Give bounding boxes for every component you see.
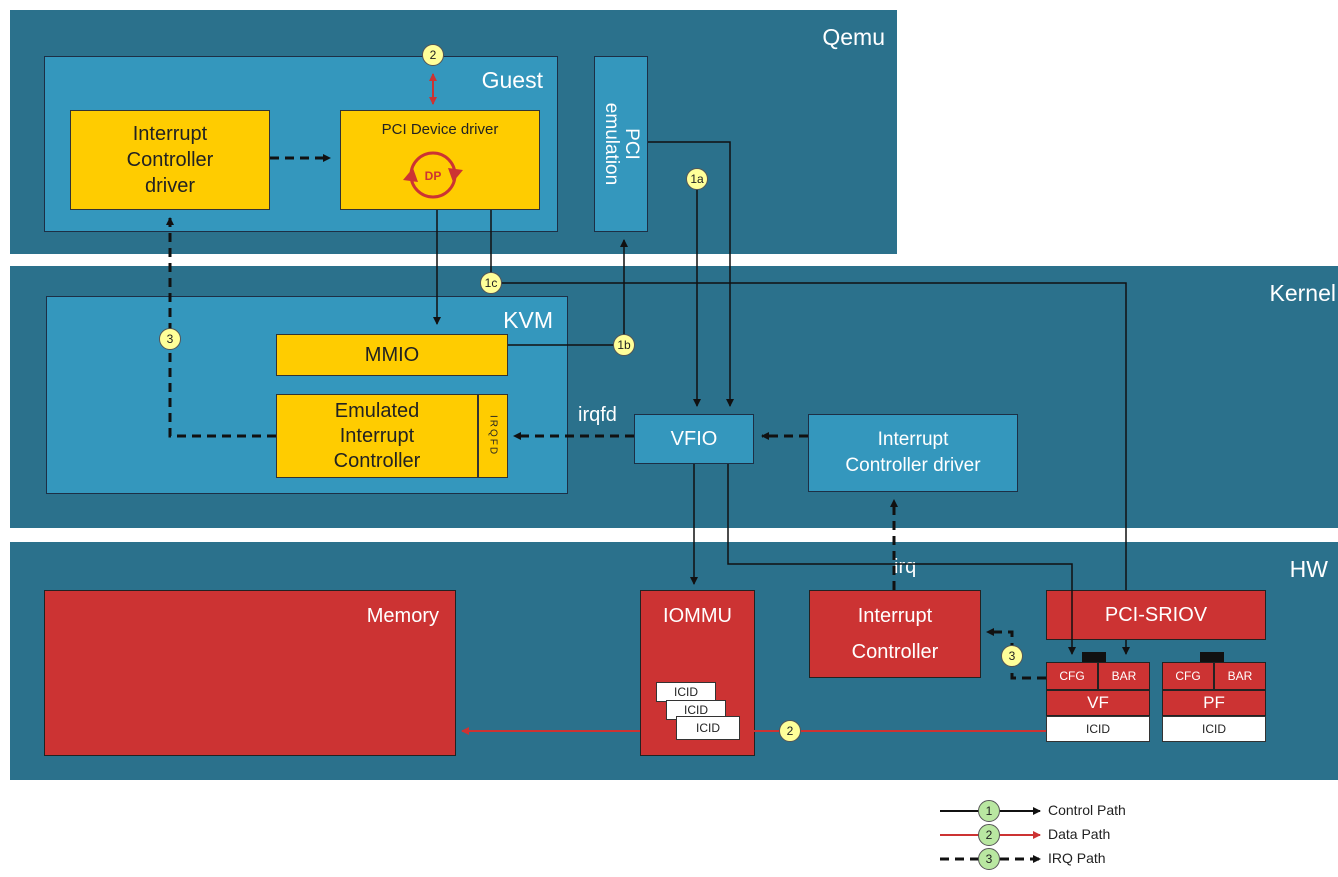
pci-emulation-box: PCI emulation xyxy=(594,56,648,232)
qemu-title: Qemu xyxy=(822,24,885,50)
memory-label: Memory xyxy=(366,605,439,627)
vf-icid-label: ICID xyxy=(1086,722,1110,736)
hw-ic-line-2: Controller xyxy=(851,641,939,663)
pf-bar-label: BAR xyxy=(1227,669,1253,683)
vf-icid: ICID xyxy=(1046,716,1150,742)
dp-loop-icon: DP xyxy=(403,151,463,199)
vfio-label: VFIO xyxy=(670,427,718,450)
iommu-label: IOMMU xyxy=(663,605,732,627)
pf-connector xyxy=(1200,652,1224,662)
legend-marker-data: 2 xyxy=(978,824,1000,846)
memory-box: Memory xyxy=(44,590,456,756)
irqfd-label: irqfd xyxy=(578,404,617,426)
legend-marker-control: 1 xyxy=(978,800,1000,822)
emulated-interrupt-controller: Emulated Interrupt Controller xyxy=(276,394,478,478)
pf-bar: BAR xyxy=(1214,662,1266,690)
kernel-title: Kernel xyxy=(1269,280,1336,306)
marker-2-top: 2 xyxy=(422,44,444,66)
pf-cfg-label: CFG xyxy=(1175,669,1201,683)
kic-driver-line-2: Controller driver xyxy=(845,455,981,476)
marker-1b: 1b xyxy=(613,334,635,356)
dp-label: DP xyxy=(425,169,442,183)
vfio-box: VFIO xyxy=(634,414,754,464)
legend-control-label: Control Path xyxy=(1048,802,1126,818)
ic-driver-line-3: driver xyxy=(144,175,195,197)
pf-icid-label: ICID xyxy=(1202,722,1226,736)
marker-3-left: 3 xyxy=(159,328,181,350)
eic-line-2: Interrupt xyxy=(339,424,415,447)
marker-1a: 1a xyxy=(686,168,708,190)
pf-cfg: CFG xyxy=(1162,662,1214,690)
guest-interrupt-controller-driver: Interrupt Controller driver xyxy=(70,110,270,210)
icid-card-2: ICID xyxy=(666,700,726,720)
eic-line-3: Controller xyxy=(333,449,421,472)
pf-box: PF xyxy=(1162,690,1266,716)
icid-card-2-label: ICID xyxy=(684,703,708,717)
mmio-box: MMIO xyxy=(276,334,508,376)
marker-1c: 1c xyxy=(480,272,502,294)
vf-cfg-label: CFG xyxy=(1059,669,1085,683)
hw-title: HW xyxy=(1289,556,1328,582)
irqfd-vertical-label: IRQFD xyxy=(487,415,499,457)
vf-box: VF xyxy=(1046,690,1150,716)
mmio-label: MMIO xyxy=(364,343,420,366)
vf-cfg: CFG xyxy=(1046,662,1098,690)
kic-driver-line-1: Interrupt xyxy=(877,429,949,450)
legend-marker-irq: 3 xyxy=(978,848,1000,870)
guest-title: Guest xyxy=(481,67,543,93)
vf-bar: BAR xyxy=(1098,662,1150,690)
kvm-title: KVM xyxy=(503,307,553,333)
irq-label: irq xyxy=(894,556,917,578)
ic-driver-line-1: Interrupt xyxy=(132,123,208,145)
pf-label: PF xyxy=(1203,693,1225,712)
icid-card-3: ICID xyxy=(676,716,740,740)
marker-3-right: 3 xyxy=(1001,645,1023,667)
icid-card-1-label: ICID xyxy=(674,685,698,699)
legend-data-label: Data Path xyxy=(1048,826,1111,842)
icid-card-3-label: ICID xyxy=(696,721,720,735)
pci-sriov-box: PCI-SRIOV xyxy=(1046,590,1266,640)
hw-ic-line-1: Interrupt xyxy=(857,605,933,627)
pci-device-driver: PCI Device driver xyxy=(340,110,540,210)
vf-connector xyxy=(1082,652,1106,662)
eic-line-1: Emulated xyxy=(334,399,420,422)
vf-label: VF xyxy=(1087,693,1109,712)
vf-bar-label: BAR xyxy=(1111,669,1137,683)
marker-2-bottom: 2 xyxy=(779,720,801,742)
irqfd-box: IRQFD xyxy=(478,394,508,478)
pf-icid: ICID xyxy=(1162,716,1266,742)
pci-device-driver-label: PCI Device driver xyxy=(381,121,499,138)
legend-irq-label: IRQ Path xyxy=(1048,850,1106,866)
kernel-interrupt-controller-driver: Interrupt Controller driver xyxy=(808,414,1018,492)
hw-interrupt-controller: Interrupt Controller xyxy=(809,590,981,678)
ic-driver-line-2: Controller xyxy=(126,149,214,171)
pci-sriov-label: PCI-SRIOV xyxy=(1104,603,1208,626)
